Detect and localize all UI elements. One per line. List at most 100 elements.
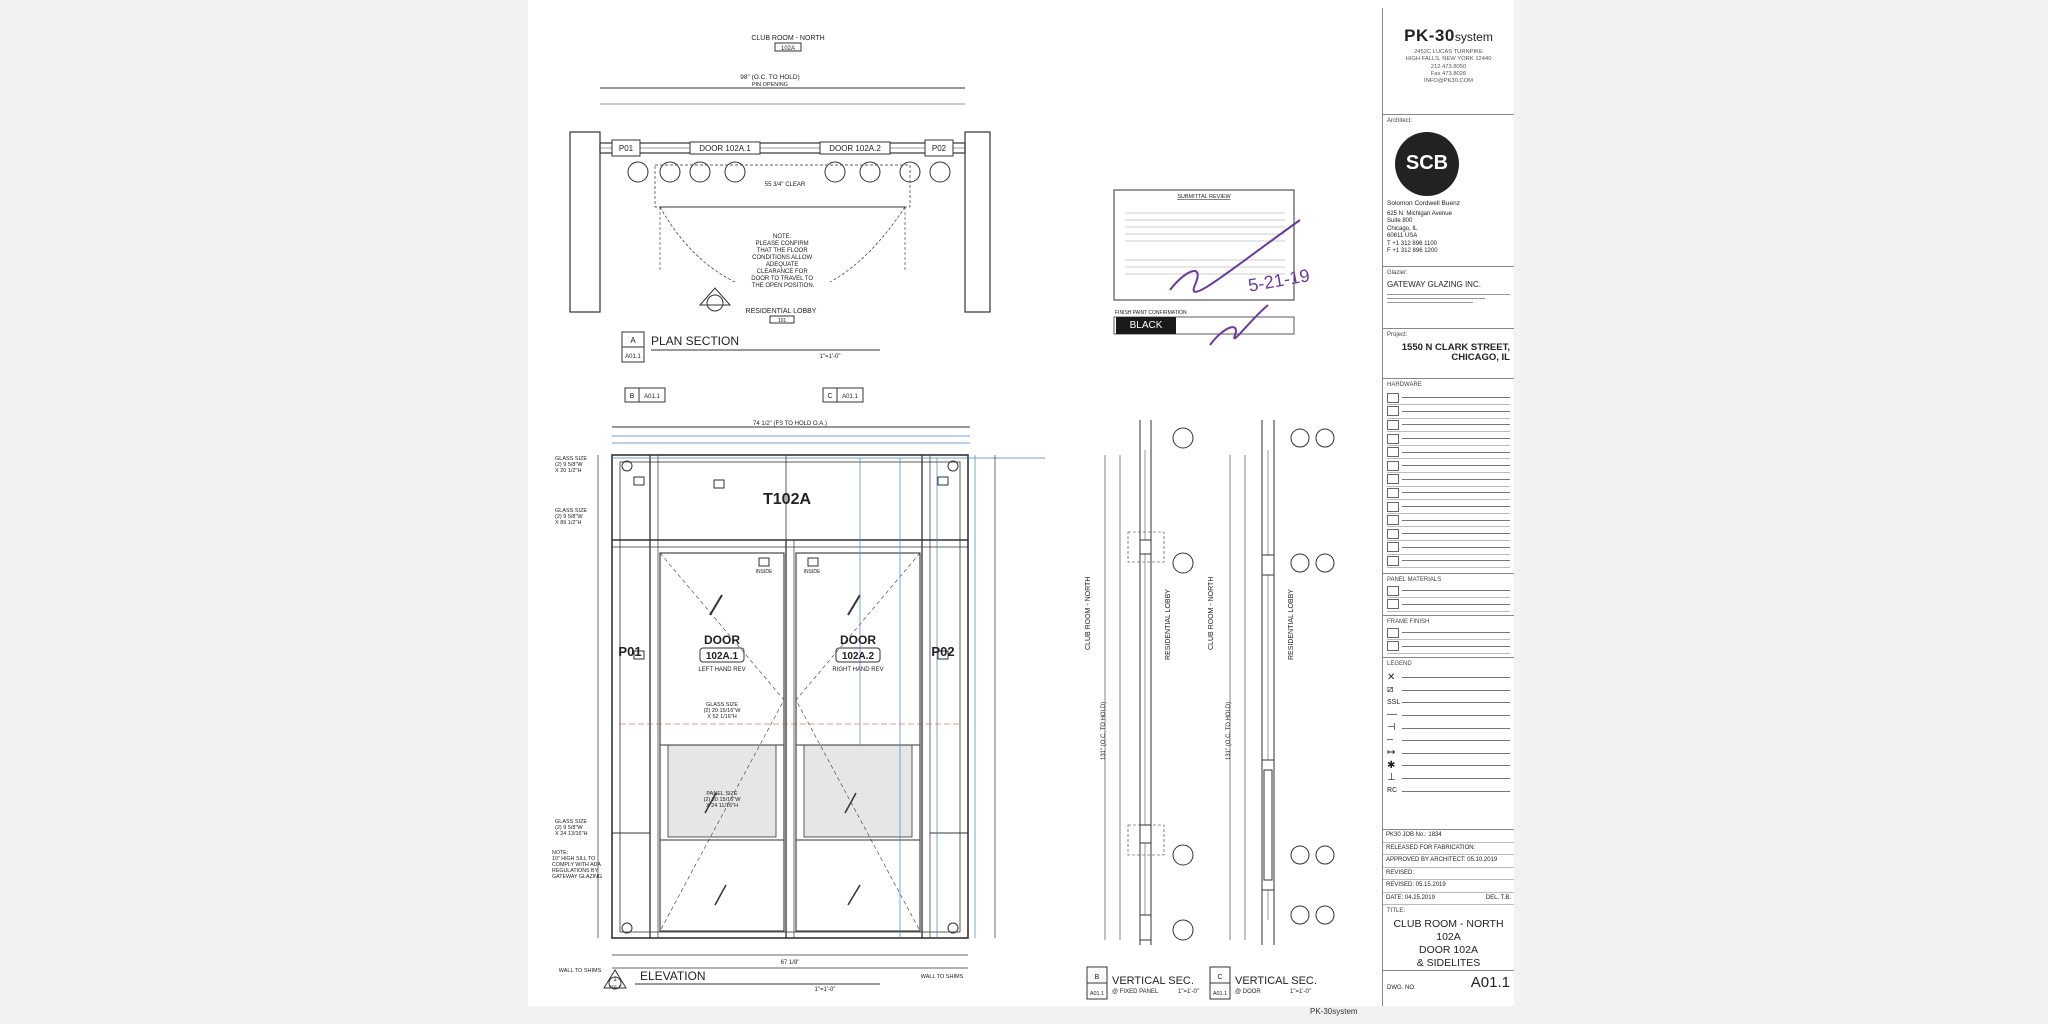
architect-address: 625 N. Michigan Avenue Suite 800 Chicago…: [1387, 210, 1452, 255]
elev-outer-frame: [611, 454, 969, 939]
plan-overall-dim: 98" (O.C. TO HOLD): [740, 74, 800, 81]
plan-lobby-tag: 101: [778, 318, 787, 324]
glazier-label: Glazier:: [1387, 270, 1408, 276]
elev-section-b-ref: A01.1: [644, 394, 660, 400]
hardware-cell: HARDWARE: [1383, 379, 1514, 574]
vsec-c-lobby-label: RESIDENTIAL LOBBY: [1288, 589, 1295, 660]
vsec-b-title: VERTICAL SEC.: [1112, 975, 1194, 987]
plan-frame-left: P01: [619, 144, 634, 153]
plan-section: CLUB ROOM - NORTH 102A 98" (O.C. TO HOLD…: [569, 35, 991, 363]
approval-stamp: [1113, 189, 1301, 346]
vsec-c-mark: C: [1217, 974, 1222, 981]
legend-cell: LEGEND ✕ ⧄ SSL — ⊣ ┄ ↦ ✱ ⊥ RC: [1383, 658, 1514, 830]
elev-top-dim: 74 1/2" (FS TO HOLD O.A.): [753, 421, 827, 427]
title-label: TITLE:: [1387, 908, 1406, 914]
legend-x-icon: ✕: [1387, 671, 1396, 683]
plan-room-title: CLUB ROOM - NORTH: [751, 35, 824, 42]
elev-wall-right: WALL TO SHIMS: [921, 974, 964, 980]
elev-mark: 1: [613, 977, 617, 983]
project-cell: Project: 1550 N CLARK STREET, CHICAGO, I…: [1383, 329, 1514, 379]
elev-wall-left: WALL TO SHIMS: [559, 968, 602, 974]
plan-scale: 1"=1'-0": [820, 354, 841, 360]
dwg-cell: DWG. NO. A01.1: [1383, 971, 1514, 996]
revised-2: REVISED: 05.15.2019: [1383, 880, 1514, 893]
vsec-b-lobby-label: RESIDENTIAL LOBBY: [1165, 589, 1172, 660]
legend-label: LEGEND: [1387, 661, 1412, 667]
plan-room-tag: 102A: [781, 46, 795, 52]
glazier-cell: Glazier: GATEWAY GLAZING INC.: [1383, 267, 1514, 329]
plan-door1-label: DOOR 102A.1: [699, 144, 751, 153]
revised: REVISED:: [1383, 868, 1514, 880]
date-row: DATE: 04.25.2019 DEL. T.B.: [1383, 893, 1514, 905]
date: DATE: 04.25.2019: [1386, 894, 1435, 901]
job-no: PK30 JOB No.: 1834: [1383, 830, 1514, 843]
elev-door2: [795, 552, 921, 932]
legend-tick-icon: ⊣: [1387, 721, 1396, 733]
elev-section-c-mark: C: [827, 393, 832, 400]
architect-label: Architect:: [1387, 118, 1413, 124]
elev-door1-tag: 102A.1: [706, 651, 739, 662]
plan-note: NOTE: PLEASE CONFIRM THAT THE FLOOR COND…: [751, 234, 814, 289]
legend-dash-icon: ┄: [1387, 734, 1394, 746]
plan-room-tag-box: [774, 42, 802, 52]
legend-star-icon: ✱: [1387, 759, 1396, 771]
vsec-c-sub: @ DOOR: [1235, 989, 1261, 995]
plan-opening-label: PIN OPENING: [752, 82, 788, 88]
legend-line-icon: —: [1387, 709, 1397, 721]
legend-bracket-icon: ⊥: [1387, 772, 1396, 784]
project-name: 1550 N CLARK STREET, CHICAGO, IL: [1401, 341, 1510, 364]
plan-clear-dim: 55 3/4" CLEAR: [765, 182, 806, 188]
vsec-b-vdim: 131" (O.C. TO HOLD): [1101, 702, 1107, 760]
vsec-b-sub: @ FIXED PANEL: [1112, 989, 1159, 995]
plan-wall-left: [569, 131, 601, 313]
plan-frame-right: P02: [932, 144, 947, 153]
dwg-label: DWG. NO.: [1387, 985, 1416, 992]
elevation: B A01.1 C A01.1 74 1/2" (FS TO HOLD O.A.…: [597, 387, 1045, 969]
elev-door1: [659, 552, 785, 932]
legend-slash-icon: ⧄: [1387, 684, 1394, 696]
architect-name: Solomon Cordwell Buenz: [1387, 199, 1460, 207]
brand-suffix: system: [1454, 30, 1493, 44]
vsec-b-mark: B: [1095, 974, 1100, 981]
approved: APPROVED BY ARCHITECT: 05.10.2019: [1383, 855, 1514, 868]
panel-label: PANEL MATERIALS: [1387, 577, 1442, 583]
elev-frame-right: P02: [931, 644, 954, 659]
elev-frame-left: P01: [618, 644, 641, 659]
elev-inside-1: INSIDE: [756, 569, 773, 575]
brand-address: 2452C LUCAS TURNPIKE HIGH FALLS, NEW YOR…: [1405, 49, 1492, 85]
frame-cell: FRAME FINISH: [1383, 616, 1514, 658]
elev-door1-label: DOOR: [704, 633, 740, 647]
plan-lobby-label: RESIDENTIAL LOBBY: [746, 308, 817, 315]
plan-section-title: PLAN SECTION: [651, 334, 739, 348]
plan-door2-label: DOOR 102A.2: [829, 144, 881, 153]
legend-rc-icon: RC: [1387, 786, 1398, 794]
approval-finish-label: FINISH PAINT CONFIRMATION: [1115, 310, 1187, 316]
elev-door2-hand: RIGHT HAND REV: [832, 667, 883, 673]
elev-section-b-mark: B: [630, 393, 635, 400]
approval-heading: SUBMITTAL REVIEW: [1177, 194, 1231, 200]
elev-door2-panel: [803, 744, 913, 838]
vsec-c-title: VERTICAL SEC.: [1235, 975, 1317, 987]
drawn-by: DEL. T.B.: [1485, 894, 1511, 901]
vsec-b-club-label: CLUB ROOM - NORTH: [1085, 577, 1092, 650]
legend-ssl-icon: SSL: [1387, 698, 1401, 706]
elev-transom: T102A: [763, 491, 811, 508]
glazier-name: GATEWAY GLAZING INC.: [1387, 279, 1481, 289]
title-block: PK-30system 2452C LUCAS TURNPIKE HIGH FA…: [1382, 8, 1514, 1006]
drawing-title: CLUB ROOM - NORTH 102A DOOR 102A & SIDEL…: [1393, 917, 1504, 969]
elev-door2-tag: 102A.2: [842, 651, 875, 662]
elev-ref: A01.1: [609, 984, 621, 989]
vsec-c-scale: 1"=1'-0": [1290, 989, 1311, 995]
architect-cell: Architect: SCB Solomon Cordwell Buenz 62…: [1383, 115, 1514, 267]
vsec-c-ref: A01.1: [1213, 991, 1227, 997]
vsec-b-scale: 1"=1'-0": [1178, 989, 1199, 995]
elev-door1-panel: [667, 744, 777, 838]
frame-label: FRAME FINISH: [1387, 619, 1430, 625]
